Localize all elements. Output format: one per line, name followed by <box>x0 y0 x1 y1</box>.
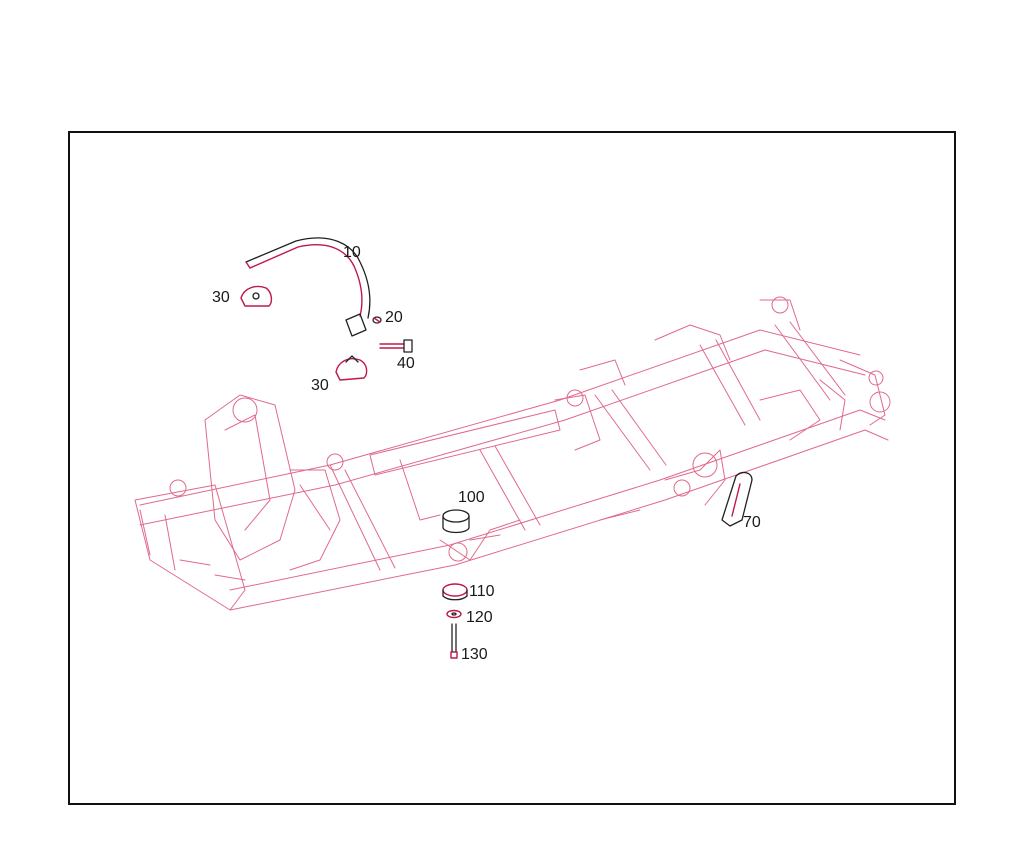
callout-30-upper: 30 <box>212 289 230 306</box>
callout-40: 40 <box>397 355 415 372</box>
part-30-upper-bracket <box>240 285 273 307</box>
callout-10: 10 <box>343 244 361 261</box>
callout-130: 130 <box>461 646 488 663</box>
callout-100: 100 <box>458 489 485 506</box>
part-10-tube <box>245 237 371 337</box>
chassis-frame <box>134 296 891 611</box>
callout-70: 70 <box>743 514 761 531</box>
callout-20: 20 <box>385 309 403 326</box>
part-70-bracket <box>721 471 753 527</box>
part-130-bolt <box>450 623 458 659</box>
part-120-washer <box>446 609 462 619</box>
part-30-lower-bracket <box>335 355 368 381</box>
callout-30-lower: 30 <box>311 377 329 394</box>
part-100-mount <box>442 509 470 534</box>
callout-labels: 10 20 30 30 40 70 100 110 120 130 <box>212 244 761 663</box>
part-20-bolt <box>372 316 382 324</box>
callout-120: 120 <box>466 609 493 626</box>
callout-110: 110 <box>469 583 495 600</box>
part-40-bolt <box>379 339 413 353</box>
diagram-border <box>68 131 956 805</box>
part-110-cushion <box>442 583 468 601</box>
